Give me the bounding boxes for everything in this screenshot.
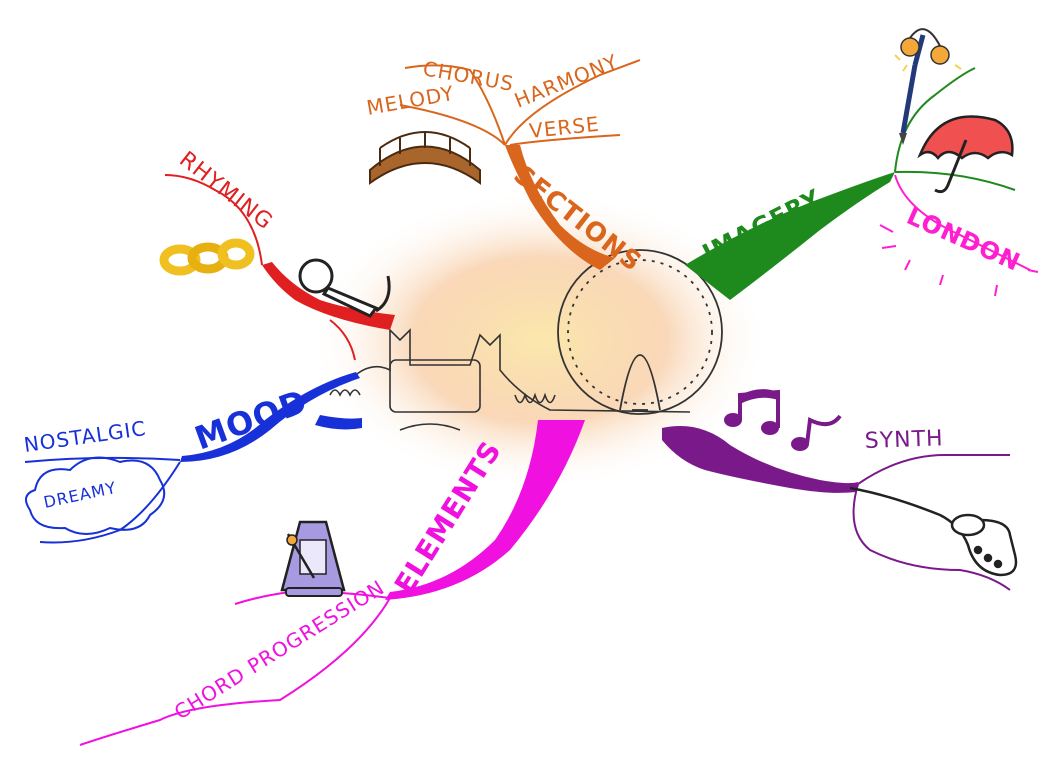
rhyming-line [164,174,263,266]
imagery-branch-stroke [685,172,895,300]
branch-mood: MOOD NOSTALGIC DREAMY [22,372,362,544]
branch-imagery: IMAGERY LONDON [685,28,1039,300]
chain-icon [159,238,255,276]
nostalgic-label: NOSTALGIC [22,416,147,457]
london-skyline-icon [329,328,691,431]
harmony-label: HARMONY [511,49,622,112]
umbrella-icon [917,115,1014,194]
chord-progression-label: CHORD PROGRESSION [170,575,389,724]
verse-label: VERSE [528,112,601,143]
street-lamp-icon [894,28,962,145]
branch-synth: SYNTH [662,389,1018,591]
metronome-icon [280,520,346,597]
rhyming-connector [329,319,356,361]
imagery-upper-line [894,67,976,173]
harmony-line [504,59,641,146]
chord-progression-line [79,597,391,746]
melody-line [399,104,506,146]
london-label: LONDON [903,202,1025,277]
microphone-icon [298,258,391,318]
dreamy-cloud [25,456,166,535]
sections-branch-stroke [505,145,615,270]
verse-line [509,134,621,146]
mood-branch-stroke [180,372,360,462]
synth-label: SYNTH [864,426,944,454]
saxophone-line [852,483,1011,591]
synth-line [857,454,1010,485]
central-glow [310,190,770,490]
chorus-line [404,64,506,146]
rhyming-label: RHYMING [174,147,277,235]
synth-branch-stroke [662,426,858,493]
bridge-icon [369,131,481,185]
central-image [310,190,770,490]
london-eye-icon [557,249,723,415]
elements-branch-stroke [385,420,585,600]
mood-lower-stroke [315,415,362,430]
london-rays [879,224,1039,297]
mood-label: MOOD [190,382,313,458]
london-line [894,174,1031,271]
imagery-lower-line [894,170,1016,191]
music-notes-icon [724,389,842,451]
dreamy-label: DREAMY [42,478,118,512]
saxophone-icon [849,486,1018,577]
